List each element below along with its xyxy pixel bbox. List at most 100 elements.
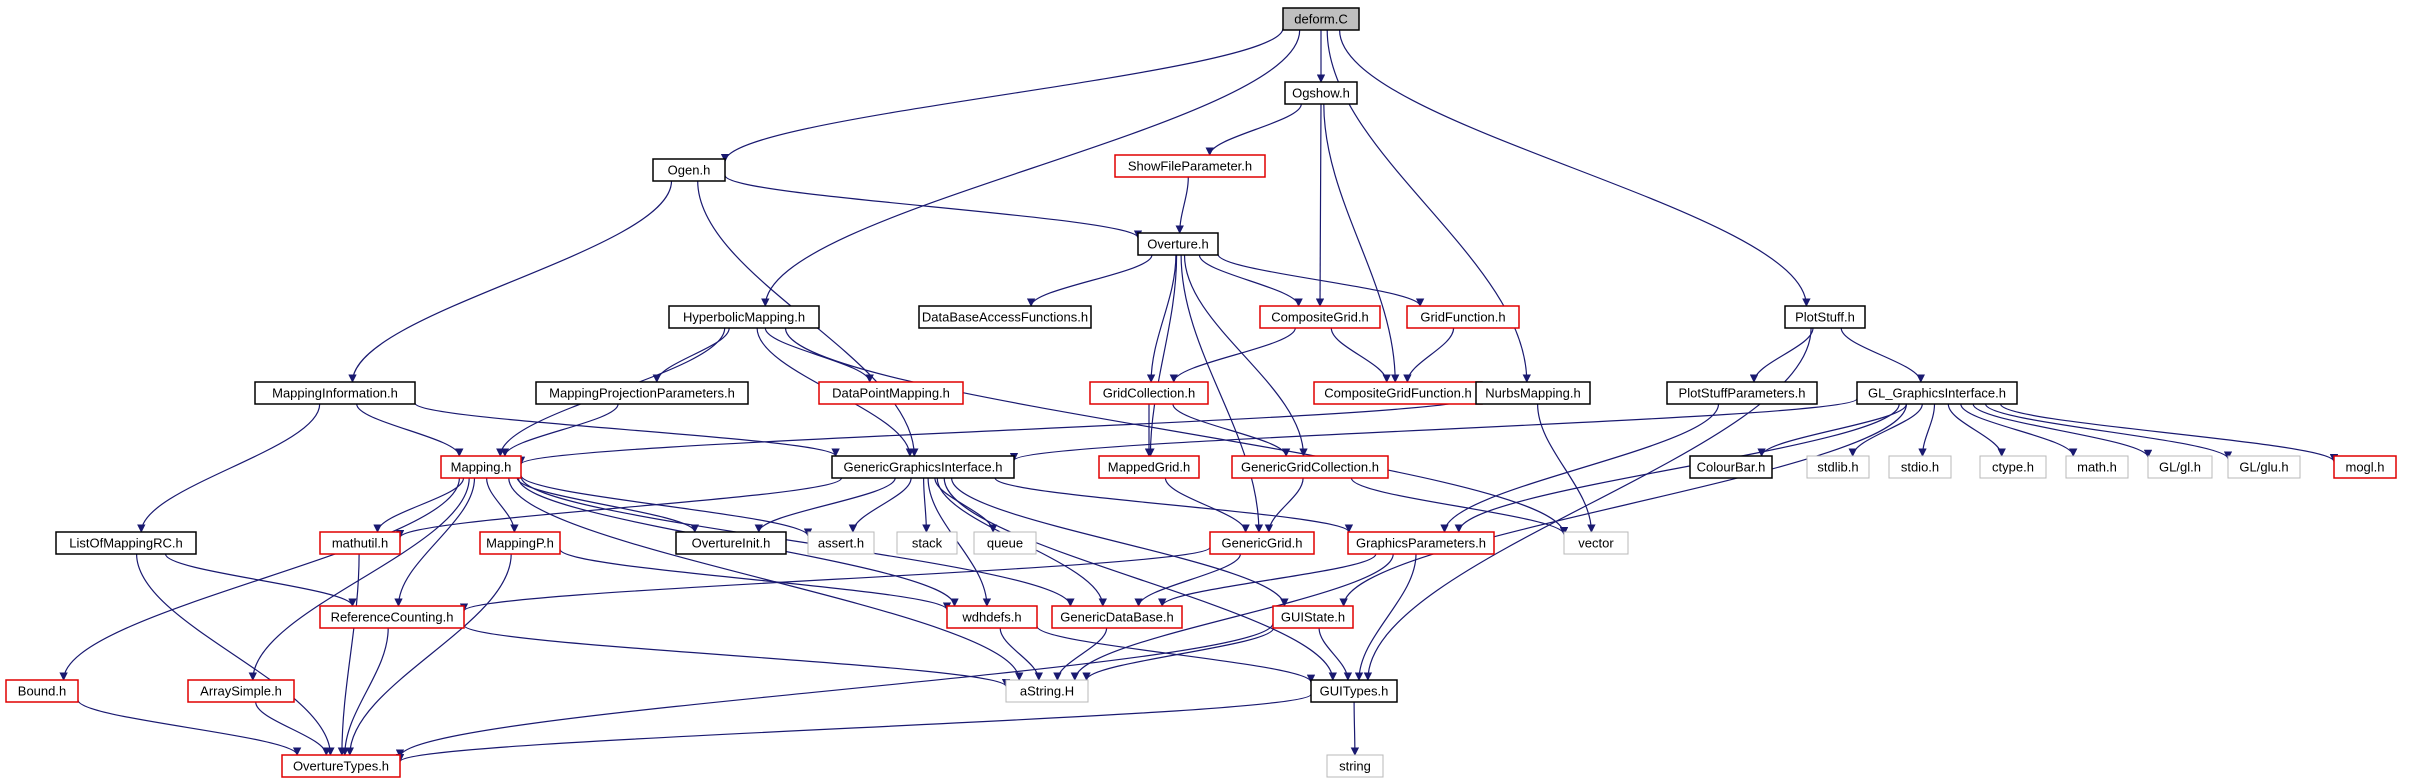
node-stdlib[interactable]: stdlib.h xyxy=(1806,455,1870,479)
node-box xyxy=(1284,81,1358,105)
node-box xyxy=(55,531,197,555)
node-cgfunction[interactable]: CompositeGridFunction.h xyxy=(1313,381,1483,405)
node-wdhdefs[interactable]: wdhdefs.h xyxy=(946,605,1038,629)
node-label: vector xyxy=(1578,536,1614,551)
node-guistate[interactable]: GUIState.h xyxy=(1272,605,1354,629)
node-overture[interactable]: Overture.h xyxy=(1137,232,1219,256)
node-genericgrid[interactable]: GenericGrid.h xyxy=(1209,531,1315,555)
node-refcounting[interactable]: ReferenceCounting.h xyxy=(319,605,465,629)
node-overturetypes[interactable]: OvertureTypes.h xyxy=(281,754,401,778)
node-gridfunction[interactable]: GridFunction.h xyxy=(1406,305,1520,329)
node-box xyxy=(1098,455,1200,479)
node-ggi[interactable]: GenericGraphicsInterface.h xyxy=(831,455,1015,479)
edge-plotstuff-to-guitypes xyxy=(1363,327,1812,681)
node-queue[interactable]: queue xyxy=(973,531,1037,555)
node-label: GL/gl.h xyxy=(2159,460,2201,475)
edge-glgi-to-math xyxy=(1960,403,2078,457)
node-label: NurbsMapping.h xyxy=(1485,386,1580,401)
node-label: deform.C xyxy=(1294,12,1347,27)
node-stdio[interactable]: stdio.h xyxy=(1888,455,1952,479)
node-astring[interactable]: aString.H xyxy=(1005,679,1089,703)
edge-mappingproj-to-mapping xyxy=(500,403,619,457)
node-box xyxy=(831,455,1015,479)
node-label: GenericGridCollection.h xyxy=(1241,460,1379,475)
node-label: GL_GraphicsInterface.h xyxy=(1868,386,2006,401)
node-mapping[interactable]: Mapping.h xyxy=(440,455,522,479)
node-datapoint[interactable]: DataPointMapping.h xyxy=(818,381,964,405)
edge-listofmapping-to-overturetypes xyxy=(136,553,335,756)
node-box xyxy=(1114,154,1266,178)
node-string[interactable]: string xyxy=(1326,754,1384,778)
node-compositegrid[interactable]: CompositeGrid.h xyxy=(1259,305,1381,329)
node-colourbar[interactable]: ColourBar.h xyxy=(1689,455,1773,479)
edge-refcounting-to-overturetypes xyxy=(340,627,389,756)
edge-graphicsparams-to-guitypes xyxy=(1354,553,1417,681)
node-math[interactable]: math.h xyxy=(2065,455,2129,479)
edge-wdhdefs-to-astring xyxy=(999,627,1043,681)
edge-overture-to-mappedgrid xyxy=(1146,254,1178,457)
node-gridcollection[interactable]: GridCollection.h xyxy=(1089,381,1209,405)
node-guitypes[interactable]: GUITypes.h xyxy=(1310,679,1398,703)
node-gdb[interactable]: GenericDataBase.h xyxy=(1051,605,1183,629)
node-box xyxy=(1666,381,1818,405)
node-graphicsparams[interactable]: GraphicsParameters.h xyxy=(1347,531,1495,555)
node-mogl[interactable]: mogl.h xyxy=(2333,455,2397,479)
node-label: GUIState.h xyxy=(1281,610,1345,625)
edge-glgi-to-graphicsparams xyxy=(1454,403,1900,533)
node-deform[interactable]: deform.C xyxy=(1282,7,1360,31)
node-glglu[interactable]: GL/glu.h xyxy=(2227,455,2301,479)
node-hyperbolic[interactable]: HyperbolicMapping.h xyxy=(668,305,820,329)
node-ctype[interactable]: ctype.h xyxy=(1979,455,2047,479)
edge-overture-to-gridcollection xyxy=(1146,254,1177,383)
node-ogen[interactable]: Ogen.h xyxy=(652,158,726,182)
node-label: DataPointMapping.h xyxy=(832,386,950,401)
node-box xyxy=(1089,381,1209,405)
node-dbaccess[interactable]: DataBaseAccessFunctions.h xyxy=(918,305,1092,329)
node-label: ArraySimple.h xyxy=(200,684,282,699)
node-box xyxy=(652,158,726,182)
node-ogshow[interactable]: Ogshow.h xyxy=(1284,81,1358,105)
node-box xyxy=(479,531,561,555)
edge-mappinginfo-to-listofmapping xyxy=(137,403,321,533)
node-plotstuffparams[interactable]: PlotStuffParameters.h xyxy=(1666,381,1818,405)
edge-guistate-to-astring xyxy=(1082,627,1275,681)
node-box xyxy=(668,305,820,329)
node-label: PlotStuffParameters.h xyxy=(1679,386,1806,401)
node-assert[interactable]: assert.h xyxy=(807,531,875,555)
node-box xyxy=(1347,531,1495,555)
node-mappedgrid[interactable]: MappedGrid.h xyxy=(1098,455,1200,479)
edge-mathutil-to-overturetypes xyxy=(337,553,360,756)
node-mappinginfo[interactable]: MappingInformation.h xyxy=(254,381,416,405)
node-label: mathutil.h xyxy=(332,536,388,551)
edge-glgi-to-ctype xyxy=(1947,403,2006,457)
node-plotstuff[interactable]: PlotStuff.h xyxy=(1784,305,1866,329)
node-label: math.h xyxy=(2077,460,2117,475)
edge-ogen-to-mappinginfo xyxy=(348,180,673,383)
node-showfile[interactable]: ShowFileParameter.h xyxy=(1114,154,1266,178)
node-label: Mapping.h xyxy=(451,460,512,475)
edge-bound-to-overturetypes xyxy=(77,699,302,756)
node-listofmapping[interactable]: ListOfMappingRC.h xyxy=(55,531,197,555)
node-glgl[interactable]: GL/gl.h xyxy=(2147,455,2213,479)
node-bound[interactable]: Bound.h xyxy=(5,679,79,703)
node-mappingp[interactable]: MappingP.h xyxy=(479,531,561,555)
node-label: string xyxy=(1339,759,1371,774)
node-box xyxy=(973,531,1037,555)
node-arraysimple[interactable]: ArraySimple.h xyxy=(187,679,295,703)
node-mappingproj[interactable]: MappingProjectionParameters.h xyxy=(535,381,749,405)
node-vector[interactable]: vector xyxy=(1563,531,1629,555)
edge-refcounting-to-astring xyxy=(463,624,1011,688)
node-box xyxy=(1282,7,1360,31)
node-glgi[interactable]: GL_GraphicsInterface.h xyxy=(1856,381,2018,405)
node-ggc[interactable]: GenericGridCollection.h xyxy=(1231,455,1389,479)
edge-overture-to-dbaccess xyxy=(1026,254,1153,307)
node-overtureinit[interactable]: OvertureInit.h xyxy=(675,531,787,555)
node-label: OvertureInit.h xyxy=(692,536,771,551)
node-nurbs[interactable]: NurbsMapping.h xyxy=(1475,381,1591,405)
edge-mapping-to-bound xyxy=(59,477,460,681)
node-mathutil[interactable]: mathutil.h xyxy=(319,531,401,555)
node-stack[interactable]: stack xyxy=(896,531,958,555)
node-label: GenericDataBase.h xyxy=(1060,610,1173,625)
edge-deform-to-ogen xyxy=(720,27,1284,163)
